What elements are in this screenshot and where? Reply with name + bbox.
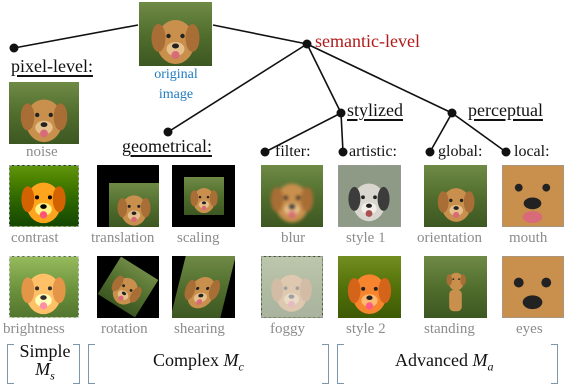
orientation-image: [424, 165, 487, 227]
simple-bracket-right: [73, 344, 80, 384]
style1-image: [338, 165, 401, 227]
foggy-caption: foggy: [270, 321, 305, 337]
original-label-line2: image: [158, 87, 194, 102]
shearing-caption: shearing: [174, 321, 225, 337]
translation-caption: translation: [91, 230, 155, 246]
node-dot: [425, 147, 435, 157]
eyes-image: [502, 256, 564, 318]
dog-icon: [117, 195, 151, 226]
style1-caption: style 1: [346, 230, 386, 246]
complex-word: Complex: [153, 350, 224, 370]
noise-image: [9, 82, 79, 144]
advanced-bracket-right: [551, 344, 558, 384]
blur-caption: blur: [281, 230, 306, 246]
node-dot: [338, 147, 348, 157]
dog-icon: [513, 277, 552, 310]
global-label: global:: [438, 143, 483, 160]
complex-symbol: M: [223, 350, 239, 370]
node-dot: [447, 108, 457, 118]
dog-icon: [21, 182, 66, 224]
node-dot: [336, 108, 346, 118]
foggy-image: [261, 256, 323, 318]
scaling-caption: scaling: [177, 230, 220, 246]
dog-icon: [514, 183, 551, 224]
brightness-image: [9, 256, 79, 318]
perceptual-heading: perceptual: [468, 100, 543, 120]
simple-symbol: Ms: [35, 359, 55, 383]
shearing-image: [172, 256, 235, 318]
original-image: [139, 2, 212, 66]
dog-icon: [20, 99, 68, 143]
dog-icon: [111, 275, 142, 305]
rotation-caption: rotation: [101, 321, 148, 337]
dog-icon: [437, 188, 475, 222]
dog-icon: [270, 183, 314, 223]
contrast-image: [9, 165, 79, 227]
brightness-caption: brightness: [3, 321, 65, 337]
dog-icon: [21, 273, 66, 315]
stylized-heading: stylized: [347, 100, 403, 120]
standing-caption: standing: [424, 321, 475, 337]
complex-subscript: c: [238, 359, 244, 374]
dog-icon: [190, 188, 218, 214]
node-dot: [163, 127, 173, 137]
complex-group-label: Complex Mc: [153, 350, 244, 375]
semantic-level-label: semantic-level: [315, 31, 420, 51]
dog-icon: [184, 277, 221, 309]
local-label: local:: [514, 143, 550, 160]
original-label-line1: original: [154, 67, 198, 82]
pixel-level-heading: pixel-level:: [11, 56, 93, 76]
eyes-caption: eyes: [516, 321, 543, 337]
node-dot: [501, 147, 511, 157]
style2-caption: style 2: [346, 321, 386, 337]
simple-group-label: Simple Ms: [16, 342, 74, 385]
node-dot: [9, 43, 19, 53]
mouth-image: [502, 165, 564, 227]
simple-bracket-left: [7, 344, 14, 384]
noise-caption: noise: [26, 144, 58, 160]
complex-bracket-right: [322, 344, 329, 384]
node-dot: [302, 39, 312, 49]
advanced-word: Advanced: [395, 350, 473, 370]
original-image-label: original image: [140, 65, 212, 105]
node-dot: [260, 147, 270, 157]
style2-image: [338, 256, 401, 318]
advanced-group-label: Advanced Ma: [395, 350, 493, 375]
simple-word: Simple: [19, 341, 71, 361]
dog-icon: [348, 183, 390, 222]
complex-bracket-left: [88, 344, 95, 384]
artistic-label: artistic:: [349, 143, 397, 160]
advanced-subscript: a: [487, 359, 494, 374]
contrast-caption: contrast: [11, 230, 59, 246]
dog-icon: [347, 274, 392, 314]
dog-icon: [151, 20, 200, 64]
blur-image: [261, 165, 323, 227]
orientation-caption: orientation: [417, 230, 482, 246]
dog-icon: [446, 272, 466, 312]
filter-label: filter:: [275, 143, 311, 160]
standing-image: [424, 256, 487, 318]
geometrical-heading: geometrical:: [122, 136, 212, 156]
mouth-caption: mouth: [509, 230, 548, 246]
rotation-image: [97, 256, 159, 318]
scaling-image: [172, 165, 235, 227]
advanced-symbol: M: [472, 350, 488, 370]
translation-image: [97, 165, 159, 227]
advanced-bracket-left: [337, 344, 344, 384]
